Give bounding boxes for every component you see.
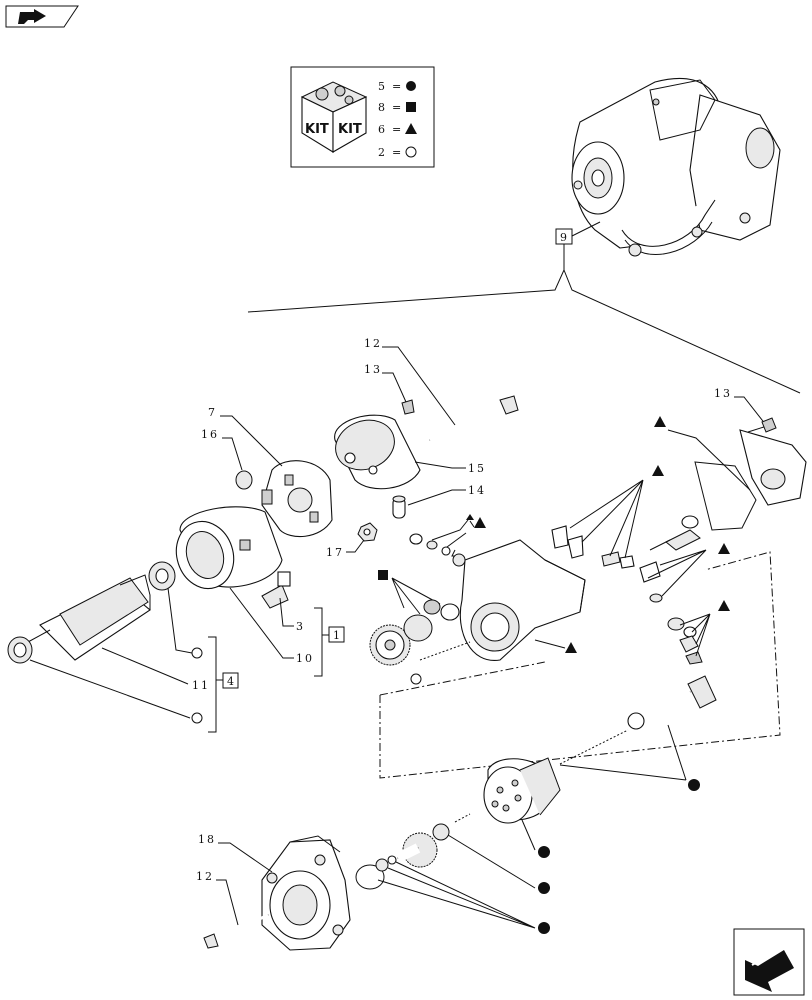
- next-page-arrow-icon[interactable]: [733, 928, 805, 996]
- o-ring-large: [355, 864, 385, 890]
- ref-9-label: 9: [560, 231, 567, 244]
- terminal-nuts: [667, 617, 703, 665]
- open-circle-marker-2: [191, 712, 203, 724]
- filled-triangle-icon: [405, 123, 417, 134]
- terminal-clips: [551, 525, 635, 569]
- filled-circle-marker-b: [538, 846, 550, 858]
- legend-equals-4: =: [392, 146, 401, 159]
- pin-14: [392, 495, 406, 519]
- callout-15: 15: [468, 462, 486, 475]
- pinion-gear: [369, 624, 411, 666]
- callout-16: 16: [201, 428, 219, 441]
- armature-11: [27, 574, 151, 661]
- legend-equals-1: =: [392, 80, 401, 93]
- brush-3: [261, 571, 291, 609]
- callout-12-top: 12: [364, 337, 382, 350]
- exploded-view-guide-left: [247, 244, 565, 313]
- triangle-marker-c: [652, 465, 664, 476]
- triangle-marker-d: [654, 416, 666, 427]
- triangle-marker-e: [718, 543, 730, 554]
- legend-number-5: 5: [378, 80, 385, 93]
- filled-square-icon: [406, 102, 416, 112]
- triangle-marker-b: [565, 642, 577, 653]
- through-bolt-bottom: [203, 913, 269, 949]
- legend-number-2: 2: [378, 146, 385, 159]
- yoke-10: [175, 506, 283, 590]
- drive-housing-18: [261, 835, 351, 951]
- callout-12-bottom: 12: [196, 870, 214, 883]
- filled-circle-marker-c: [538, 882, 550, 894]
- kit-box-icon: KIT KIT: [300, 81, 368, 153]
- assembled-starter-motor: [571, 77, 781, 257]
- washer-16: [235, 470, 253, 490]
- triangle-marker-a: [474, 517, 486, 528]
- overrunning-clutch: [483, 757, 561, 824]
- idler-gear: [395, 832, 438, 868]
- callout-11: 11: [192, 679, 210, 692]
- legend-number-6: 6: [378, 123, 385, 136]
- square-marker: [378, 570, 388, 580]
- open-circle-marker-3: [410, 673, 422, 685]
- callout-10: 10: [296, 652, 314, 665]
- callout-13-right: 13: [714, 387, 732, 400]
- filled-circle-marker-a: [688, 779, 700, 791]
- exploded-view-guide-right: [563, 269, 801, 394]
- legend-number-8: 8: [378, 101, 385, 114]
- page-back-arrow-icon[interactable]: [5, 5, 79, 28]
- output-shaft: [627, 675, 717, 730]
- ref-4-label: 4: [227, 675, 234, 688]
- filled-circle-marker-d: [538, 922, 550, 934]
- legend-equals-3: =: [392, 123, 401, 136]
- nut-17: [357, 522, 378, 542]
- callout-13-left: 13: [364, 363, 382, 376]
- through-bolt-top: [429, 395, 519, 442]
- center-housing: [459, 539, 586, 661]
- kit-label-right: KIT: [338, 122, 362, 137]
- small-ring-a: [409, 533, 423, 545]
- callout-7: 7: [208, 406, 217, 419]
- callout-14: 14: [468, 484, 486, 497]
- callout-3: 3: [296, 620, 305, 633]
- callout-17: 17: [326, 546, 344, 559]
- triangle-marker-f: [718, 600, 730, 611]
- callout-18: 18: [198, 833, 216, 846]
- filled-circle-icon: [406, 81, 416, 91]
- open-circle-icon: [405, 146, 417, 158]
- kit-legend: KIT KIT 5 = 8 = 6 = 2 =: [290, 66, 435, 168]
- kit-label-left: KIT: [305, 122, 329, 137]
- ref-1-label: 1: [333, 629, 340, 642]
- contact-plunger: [649, 515, 701, 551]
- end-cover-15: [334, 414, 421, 490]
- brush-holder-7: [261, 460, 333, 538]
- gasket-and-terminal-cover: [694, 424, 807, 531]
- open-circle-marker-1: [191, 647, 203, 659]
- legend-equals-2: =: [392, 101, 401, 114]
- return-spring: [559, 729, 629, 765]
- kit-region-outline: [379, 551, 781, 779]
